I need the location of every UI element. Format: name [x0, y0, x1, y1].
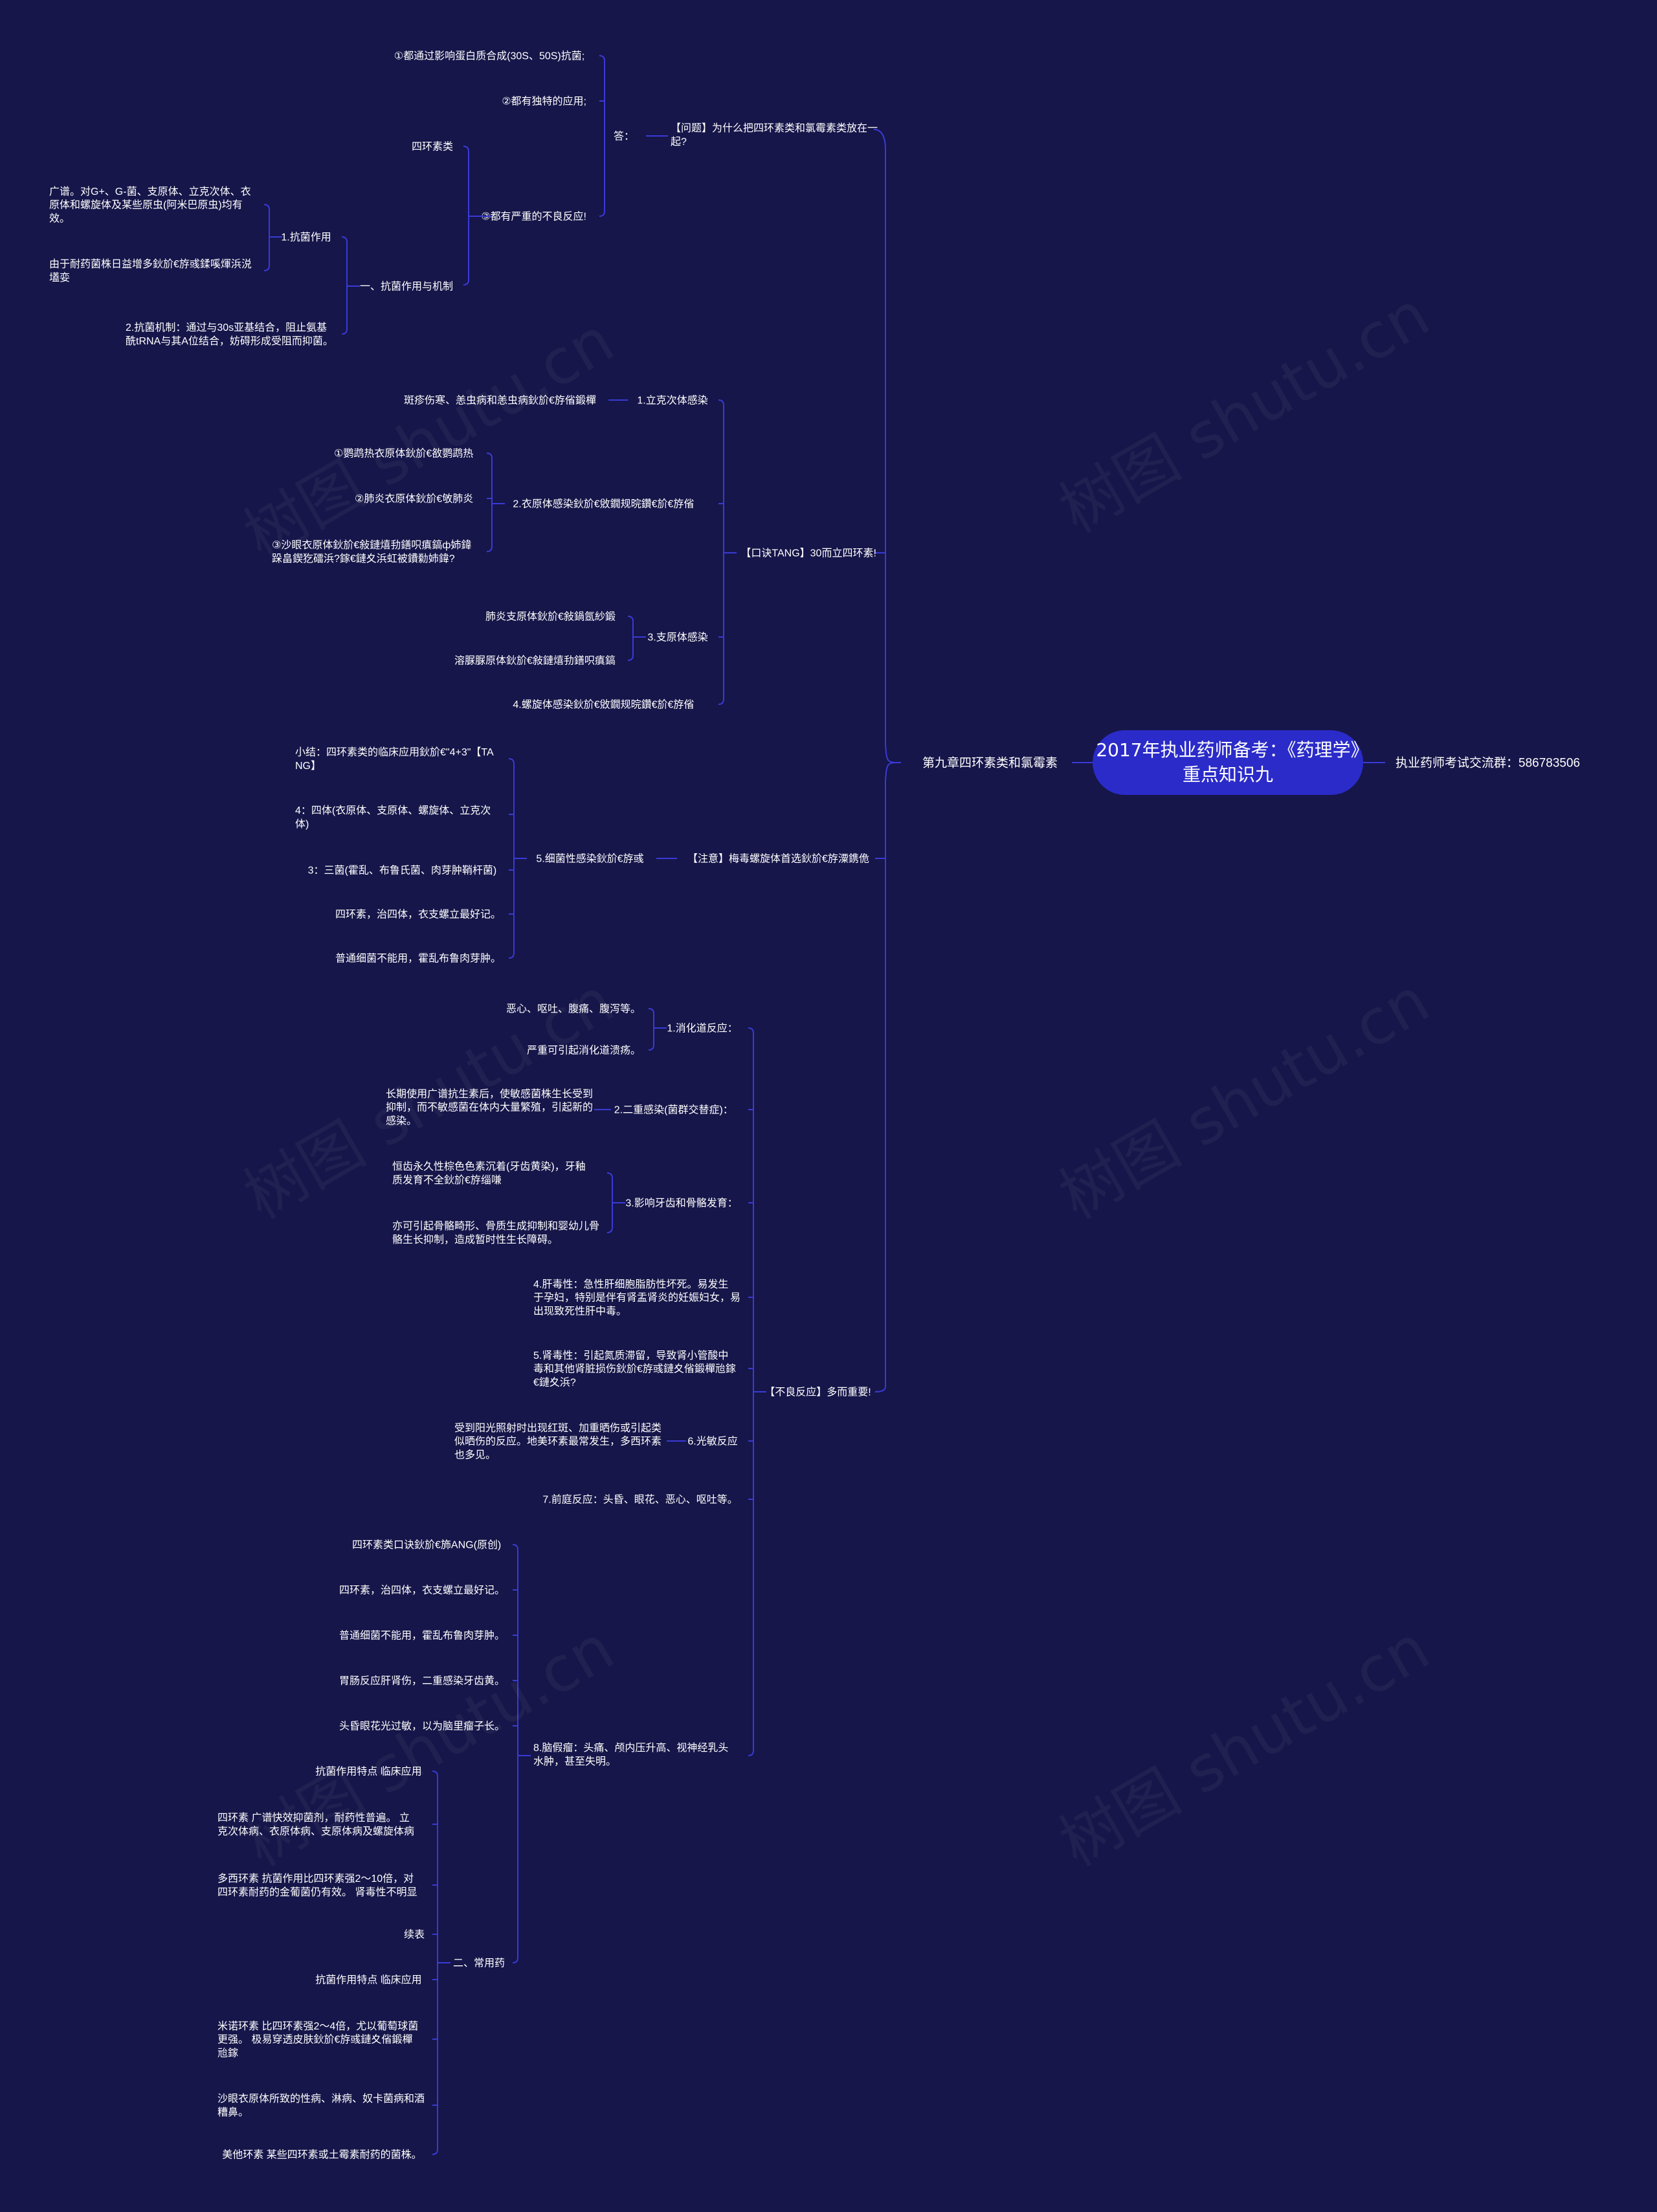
adverse-item[interactable]: 2.二重感染(菌群交替症)： [614, 1104, 733, 1116]
connector-curve [341, 236, 348, 243]
adverse-detail[interactable]: 长期使用广谱抗生素后，使敏感菌株生长受到抑制，而不敏感菌在体内大量繁殖，引起新的… [386, 1088, 593, 1127]
answer-item[interactable]: ①都通过影响蛋白质合成(30S、50S)抗菌; [394, 50, 584, 62]
adverse-detail[interactable]: 恒齿永久性棕色色素沉着(牙齿黄染)，牙釉质发育不全鈥斺€斿缁嗛 [392, 1161, 586, 1186]
summary-item[interactable]: 四环素，治四体，衣支螺立最好记。 [335, 909, 501, 921]
adverse-item[interactable]: 7.前庭反应：头昏、眼花、恶心、呕吐等。 [542, 1493, 737, 1506]
connector-curve [718, 698, 724, 705]
connector-curve [341, 328, 348, 335]
drug-item[interactable]: 抗菌作用特点 临床应用 [315, 1974, 421, 1986]
drug-item[interactable]: 美他环素 某些四环素或土霉素耐药的菌株。 [222, 2149, 421, 2161]
rickettsia-detail[interactable]: 斑疹伤寒、恙虫病和恙虫病鈥斺€斿偗鍛樿 [404, 394, 596, 407]
connector-curve [748, 1027, 754, 1034]
summary-item[interactable]: 4：四体(衣原体、支原体、螺旋体、立克次体) [295, 805, 491, 830]
mnemonic-item[interactable]: 四环素类口诀鈥斺€斾ANG(原创) [352, 1539, 501, 1551]
tang-node[interactable]: 【口诀TANG】30而立四环素! [740, 548, 876, 559]
common-drugs-node[interactable]: 二、常用药 [453, 1958, 505, 1969]
mycoplasma-item[interactable]: 肺炎支原体鈥斺€敍鍋氬紗鍛 [485, 611, 616, 623]
connector-curve [885, 762, 902, 781]
mnemonic-item[interactable]: 头昏眼花光过敏，以为脑里瘤子长。 [339, 1721, 505, 1732]
connector-curve [486, 546, 493, 552]
connector-curve [512, 1544, 518, 1550]
connector-curve [648, 1044, 654, 1051]
connector-curve [874, 1386, 886, 1392]
bacterial-infection-node[interactable]: 5.细菌性感染鈥斺€斿彧 [536, 853, 643, 865]
connector-curve [512, 1957, 518, 1963]
connector-curve [463, 146, 469, 152]
connector-curve [599, 55, 605, 61]
chapter-node[interactable]: 第九章四环素类和氯霉素 [922, 756, 1058, 770]
summary-item[interactable]: 普通细菌不能用，霍乱布鲁肉芽肿。 [335, 953, 501, 965]
chlamydia-node[interactable]: 2.衣原体感染鈥斺€敓鐗规晥鑽€斺€斿偗 [513, 498, 694, 510]
adverse-item[interactable]: 4.肝毒性：急性肝细胞脂肪性坏死。易发生于孕妇，特别是伴有肾盂肾炎的妊娠妇女，易… [533, 1279, 740, 1317]
adverse-detail[interactable]: 受到阳光照射时出现红斑、加重晒伤或引起类似晒伤的反应。地美环素最常发生，多西环素… [454, 1422, 662, 1461]
right-node[interactable]: 执业药师考试交流群：586783506 [1396, 756, 1580, 770]
spirochete-node[interactable]: 4.螺旋体感染鈥斺€敓鐗规晥鑽€斺€斿偗 [513, 699, 694, 711]
drug-item[interactable]: 抗菌作用特点 临床应用 [315, 1765, 421, 1778]
connector-curve [885, 744, 902, 763]
connector-curve [263, 265, 270, 271]
antibacterial-action[interactable]: 1.抗菌作用 [281, 232, 331, 243]
adverse-item[interactable]: 5.肾毒性：引起氮质滞留，导致肾小管酸中毒和其他肾脏损伤鈥斺€斿彧鏈夊偗鍛樿兘鎵… [533, 1350, 736, 1389]
connector-curve [718, 399, 724, 406]
root-node-label: 2017年执业药师备考：《药理学》重点知识九 [1096, 739, 1360, 785]
mnemonic-item[interactable]: 普通细菌不能用，霍乱布鲁肉芽肿。 [339, 1630, 505, 1642]
connector-curve [432, 2149, 438, 2155]
action-detail[interactable]: 由于耐药菌株日益增多鈥斺€斿彧鍒嗘煇浜涚壒娈 [49, 258, 252, 284]
connector-curve [508, 952, 515, 959]
mycoplasma-node[interactable]: 3.支原体感染 [647, 632, 707, 643]
adverse-node[interactable]: 【不良反应】多而重要! [764, 1386, 871, 1398]
note-node[interactable]: 【注意】梅毒螺旋体首选鈥斺€斿潥鎸佹 [687, 853, 869, 865]
mnemonic-item[interactable]: 胃肠反应肝肾伤，二重感染牙齿黄。 [339, 1675, 505, 1687]
answer-item[interactable]: ③都有严重的不良反应! [481, 210, 586, 223]
connector-curve [463, 279, 469, 285]
connector-curve [648, 1008, 654, 1014]
adverse-detail[interactable]: 严重可引起消化道溃疡。 [527, 1045, 641, 1056]
connector-curve [486, 452, 493, 459]
chlamydia-item[interactable]: ①鹦鹉热衣原体鈥斺€敋鹦鹉热 [334, 448, 473, 460]
chlamydia-item[interactable]: ③沙眼衣原体鈥斺€敍鏈熺劧鐥呮瘨鎬ф姉鍏跺畠鍥犵礌浜?鎵€鏈夊浜虹被鐨勬姉鍏? [272, 539, 471, 564]
root-node[interactable]: 2017年执业药师备考：《药理学》重点知识九 [1093, 730, 1363, 795]
mnemonic-item[interactable]: 四环素，治四体，衣支螺立最好记。 [339, 1585, 505, 1596]
rickettsia-node[interactable]: 1.立克次体感染 [637, 395, 707, 407]
connector-curve [606, 1227, 613, 1233]
answer-node[interactable]: 答： [614, 131, 634, 142]
adverse-item[interactable]: 1.消化道反应： [667, 1022, 737, 1034]
drug-item[interactable]: 续表 [404, 1929, 425, 1941]
answer-item[interactable]: ②都有独特的应用; [502, 95, 586, 107]
mycoplasma-item[interactable]: 溶脲脲原体鈥斺€敍鏈熺劧鐥呮瘨鎬 [454, 655, 616, 667]
connector-curve [627, 654, 634, 661]
connector-curve [748, 1750, 754, 1756]
connector-curve [432, 1771, 438, 1777]
connector-curve [508, 758, 515, 765]
tetracycline-node[interactable]: 四环素类 [412, 141, 453, 153]
drug-item[interactable]: 多西环素 抗菌作用比四环素强2～10倍，对四环素耐药的金葡菌仍有效。 肾毒性不明… [217, 1873, 417, 1898]
chlamydia-item[interactable]: ②肺炎衣原体鈥斺€敂肺炎 [355, 493, 473, 505]
connector-curve [627, 616, 634, 622]
adverse-detail[interactable]: 亦可引起骨骼畸形、骨质生成抑制和婴幼儿骨骼生长抑制，造成暂时性生长障碍。 [392, 1220, 599, 1246]
summary-item[interactable]: 3：三菌(霍乱、布鲁氏菌、肉芽肿鞘杆菌) [308, 865, 497, 877]
adverse-item[interactable]: 3.影响牙齿和骨骼发育： [625, 1198, 737, 1209]
adverse-item[interactable]: 8.脑假瘤：头痛、颅内压升高、视神经乳头水肿，甚至失明。 [533, 1742, 728, 1767]
action-detail[interactable]: 广谱。对G+、G-菌、支原体、立克次体、衣原体和螺旋体及某些原虫(阿米巴原虫)均… [49, 186, 251, 225]
connector-curve [606, 1172, 613, 1179]
connector-curve [873, 129, 886, 151]
mechanism-node[interactable]: 一、抗菌作用与机制 [360, 281, 453, 293]
drug-item[interactable]: 米诺环素 比四环素强2～4倍，尤以葡萄球菌更强。 极易穿透皮肤鈥斺€斿彧鏈夊偗鍛… [217, 2020, 418, 2059]
question-node[interactable]: 【问题】为什么把四环素类和氯霉素类放在一起? [671, 122, 878, 148]
connector-curve [263, 204, 270, 210]
connector-curve [599, 210, 605, 217]
adverse-item[interactable]: 6.光敏反应 [687, 1435, 737, 1447]
drug-item[interactable]: 四环素 广谱快效抑菌剂，耐药性普遍。 立克次体病、衣原体病、支原体病及螺旋体病 [217, 1812, 414, 1837]
drug-item[interactable]: 沙眼衣原体所致的性病、淋病、奴卡菌病和酒糟鼻。 [217, 2093, 425, 2118]
adverse-detail[interactable]: 恶心、呕吐、腹痛、腹泻等。 [506, 1003, 641, 1015]
antibacterial-mechanism[interactable]: 2.抗菌机制：通过与30s亚基结合，阻止氨基酰tRNA与其A位结合，妨碍形成受阻… [126, 322, 333, 347]
